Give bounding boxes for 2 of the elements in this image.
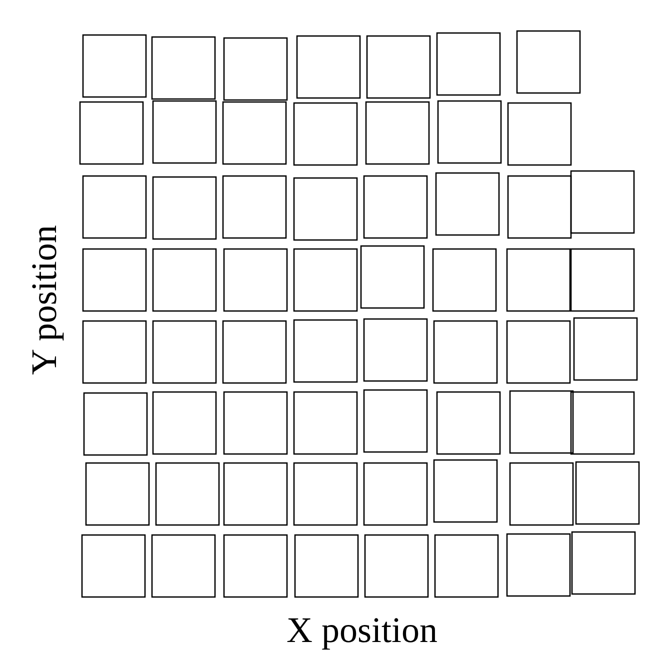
axis-label: X position: [286, 612, 438, 648]
axis-label: Y position: [26, 225, 62, 375]
